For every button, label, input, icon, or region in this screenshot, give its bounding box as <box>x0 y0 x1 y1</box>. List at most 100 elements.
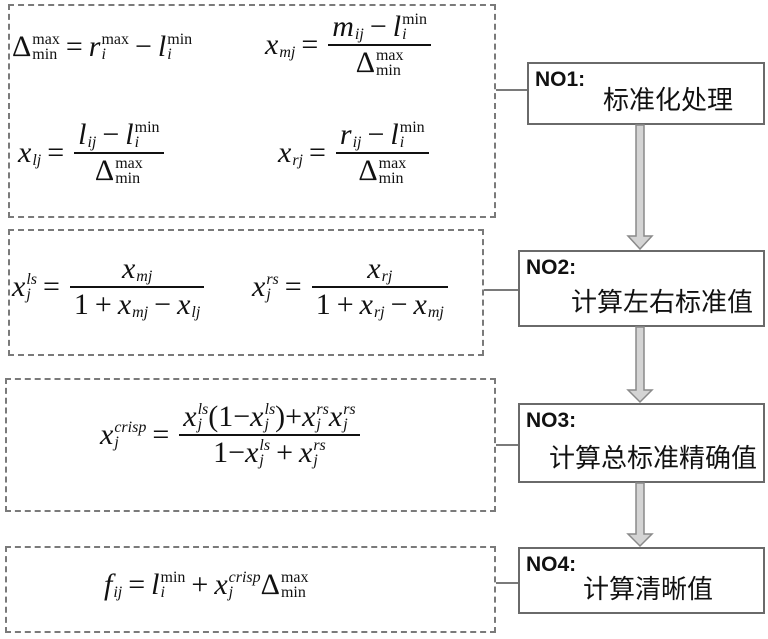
superscript: crisp <box>228 569 261 586</box>
operator: − <box>154 288 172 321</box>
math-symbol: x lj <box>177 288 200 322</box>
base-symbol: x <box>100 418 114 451</box>
subscript: j <box>264 416 269 433</box>
math-text: 1 <box>315 288 331 321</box>
operator: + <box>276 436 293 469</box>
scripts: lj <box>32 138 41 169</box>
math-text: 1− <box>213 436 246 469</box>
fraction-bar <box>328 44 431 46</box>
base-symbol: l <box>78 118 87 151</box>
base-symbol: l <box>125 118 134 151</box>
subscript: lj <box>191 304 201 321</box>
scripts: rj <box>382 254 393 285</box>
arrow-2-to-3 <box>626 326 654 404</box>
base-symbol: x <box>18 136 32 169</box>
step-label: 计算总标准精确值 <box>548 443 757 473</box>
math-text: (1− <box>208 400 251 433</box>
subscript: ij <box>352 134 362 151</box>
scripts: ij <box>87 120 96 151</box>
superscript: rs <box>266 271 279 288</box>
formula-group-3 <box>5 378 496 512</box>
superscript <box>113 570 122 585</box>
base-symbol: l <box>157 30 167 63</box>
step-box-1: NO1: 标准化处理 <box>527 62 765 125</box>
superscript: ls <box>264 401 276 418</box>
base-symbol: x <box>265 28 279 61</box>
superscript: ls <box>197 401 209 418</box>
superscript <box>87 120 96 135</box>
step-number: NO3: <box>526 409 577 432</box>
step-number: NO1: <box>535 68 586 91</box>
base-symbol: m <box>332 10 354 43</box>
fraction-bar <box>74 152 164 154</box>
math-symbol: f ij <box>104 568 122 602</box>
fraction-bar <box>335 152 429 154</box>
subscript: i <box>167 46 172 63</box>
base-symbol: x <box>413 288 427 321</box>
base-symbol: l <box>390 118 399 151</box>
subscript: mj <box>132 304 149 321</box>
superscript: min <box>160 569 186 586</box>
math-symbol: r ij <box>340 118 362 152</box>
base-symbol: l <box>151 568 160 601</box>
superscript <box>428 290 444 305</box>
subscript: mj <box>427 304 444 321</box>
base-symbol: Δ <box>12 30 32 63</box>
superscript <box>132 290 148 305</box>
superscript <box>279 30 295 45</box>
subscript: j <box>343 416 348 433</box>
operator: − <box>367 118 385 151</box>
scripts: rj <box>292 138 303 169</box>
base-symbol: x <box>12 270 26 303</box>
fraction-bar <box>311 286 448 288</box>
superscript: max <box>375 47 404 64</box>
base-symbol: x <box>367 252 381 285</box>
superscript <box>382 254 393 269</box>
base-symbol: l <box>392 10 402 43</box>
math-symbol: l ij <box>78 118 96 152</box>
superscript: max <box>378 155 407 172</box>
base-symbol: x <box>328 400 343 433</box>
subscript: i <box>160 584 165 601</box>
subscript: min <box>378 170 404 187</box>
superscript: ls <box>26 271 37 288</box>
superscript <box>136 254 152 269</box>
superscript: ls <box>259 437 271 454</box>
operator: = <box>65 30 83 63</box>
scripts: lj <box>191 290 201 321</box>
operator: − <box>102 118 120 151</box>
superscript <box>191 290 200 305</box>
base-symbol: x <box>117 288 132 321</box>
operator: − <box>390 288 408 321</box>
